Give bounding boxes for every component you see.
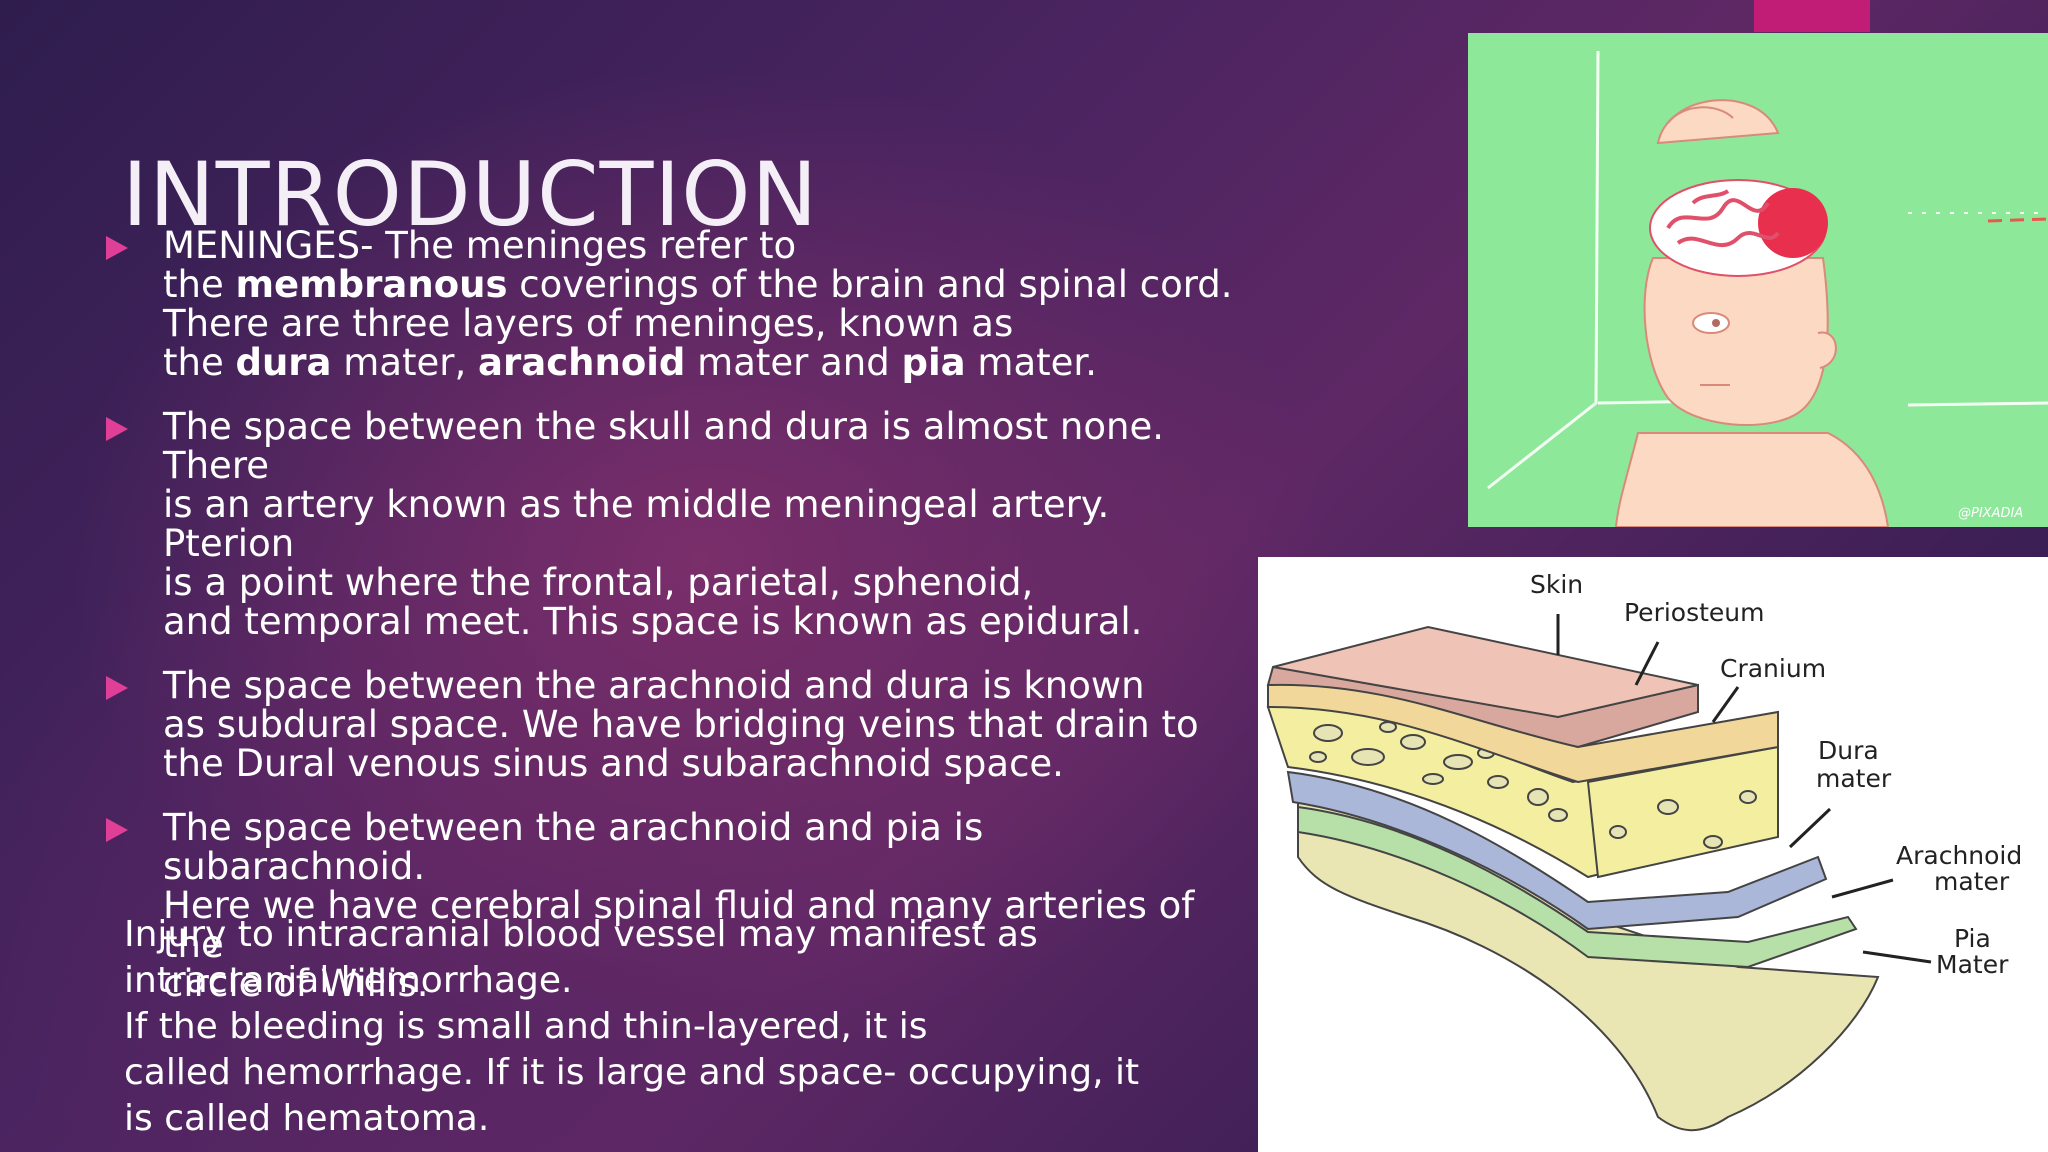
bullet-text: The space between the arachnoid and dura… bbox=[163, 664, 1145, 707]
bullet-text-bold: dura bbox=[235, 341, 332, 384]
injury-line: If the bleeding is small and thin-layere… bbox=[124, 1006, 928, 1047]
label-skin: Skin bbox=[1530, 570, 1583, 599]
label-pia-line1: Pia bbox=[1954, 924, 1991, 953]
injury-paragraph: Injury to intracranial blood vessel may … bbox=[124, 912, 1164, 1142]
bullet-text: the Dural venous sinus and subarachnoid … bbox=[163, 742, 1064, 785]
label-pia-line2: Mater bbox=[1936, 950, 2009, 979]
label-dura-line2: mater bbox=[1816, 764, 1892, 793]
accent-bar bbox=[1754, 0, 1870, 32]
bullet-item: The space between the arachnoid and pia … bbox=[104, 808, 1244, 1003]
bullet-text: mater and bbox=[685, 341, 902, 384]
injury-line: is called hematoma. bbox=[124, 1098, 490, 1139]
bullet-text: MENINGES- The meninges refer to bbox=[163, 224, 797, 267]
injury-line: Injury to intracranial blood vessel may … bbox=[124, 914, 1038, 955]
bullet-text: and temporal meet. This space is known a… bbox=[163, 600, 1143, 643]
meninges-diagram-image: Skin Periosteum Cranium Dura mater Arach… bbox=[1258, 557, 2048, 1152]
injury-line: intracranial hemorrhage. bbox=[124, 960, 573, 1001]
label-arachnoid-line2: mater bbox=[1934, 867, 2010, 896]
triangle-bullet-icon bbox=[106, 417, 128, 441]
label-periosteum: Periosteum bbox=[1624, 598, 1765, 627]
triangle-bullet-icon bbox=[106, 676, 128, 700]
brain-cartoon-illustration: @PIXADIA bbox=[1487, 50, 2048, 527]
bullet-item: The space between the skull and dura is … bbox=[104, 407, 1244, 641]
bullet-text-bold: pia bbox=[901, 341, 966, 384]
bullet-text: There are three layers of meninges, know… bbox=[163, 302, 1014, 345]
brain-cartoon-image: @PIXADIA bbox=[1468, 33, 2048, 527]
label-cranium: Cranium bbox=[1720, 654, 1826, 683]
slide-title: INTRODUCTION bbox=[122, 142, 819, 246]
bullet-text-bold: membranous bbox=[235, 263, 508, 306]
bullet-text: coverings of the brain and spinal cord. bbox=[507, 263, 1233, 306]
bullet-text: circle of Willis. bbox=[163, 962, 429, 1005]
bullet-text: is a point where the frontal, parietal, … bbox=[163, 561, 1034, 604]
cartoon-watermark: @PIXADIA bbox=[1958, 506, 2023, 521]
bullet-text: the bbox=[163, 341, 236, 384]
bullet-text-bold: arachnoid bbox=[478, 341, 686, 384]
bullet-text: mater. bbox=[965, 341, 1097, 384]
meninges-layers-illustration: Skin Periosteum Cranium Dura mater Arach… bbox=[1266, 570, 2022, 1132]
bullet-text: the bbox=[163, 263, 236, 306]
bullet-text: mater, bbox=[331, 341, 479, 384]
bullet-text: as subdural space. We have bridging vein… bbox=[163, 703, 1199, 746]
label-arachnoid-line1: Arachnoid bbox=[1896, 841, 2022, 870]
injury-line: called hemorrhage. If it is large and sp… bbox=[124, 1052, 1140, 1093]
bullet-item: The space between the arachnoid and dura… bbox=[104, 666, 1244, 783]
triangle-bullet-icon bbox=[106, 818, 128, 842]
triangle-bullet-icon bbox=[106, 236, 128, 260]
bullet-text: The space between the arachnoid and pia … bbox=[163, 806, 984, 888]
bullet-text: Here we have cerebral spinal fluid and m… bbox=[163, 884, 1195, 966]
label-dura-line1: Dura bbox=[1818, 736, 1879, 765]
bullet-text: The space between the skull and dura is … bbox=[163, 405, 1164, 487]
bullet-text: is an artery known as the middle meninge… bbox=[163, 483, 1110, 565]
